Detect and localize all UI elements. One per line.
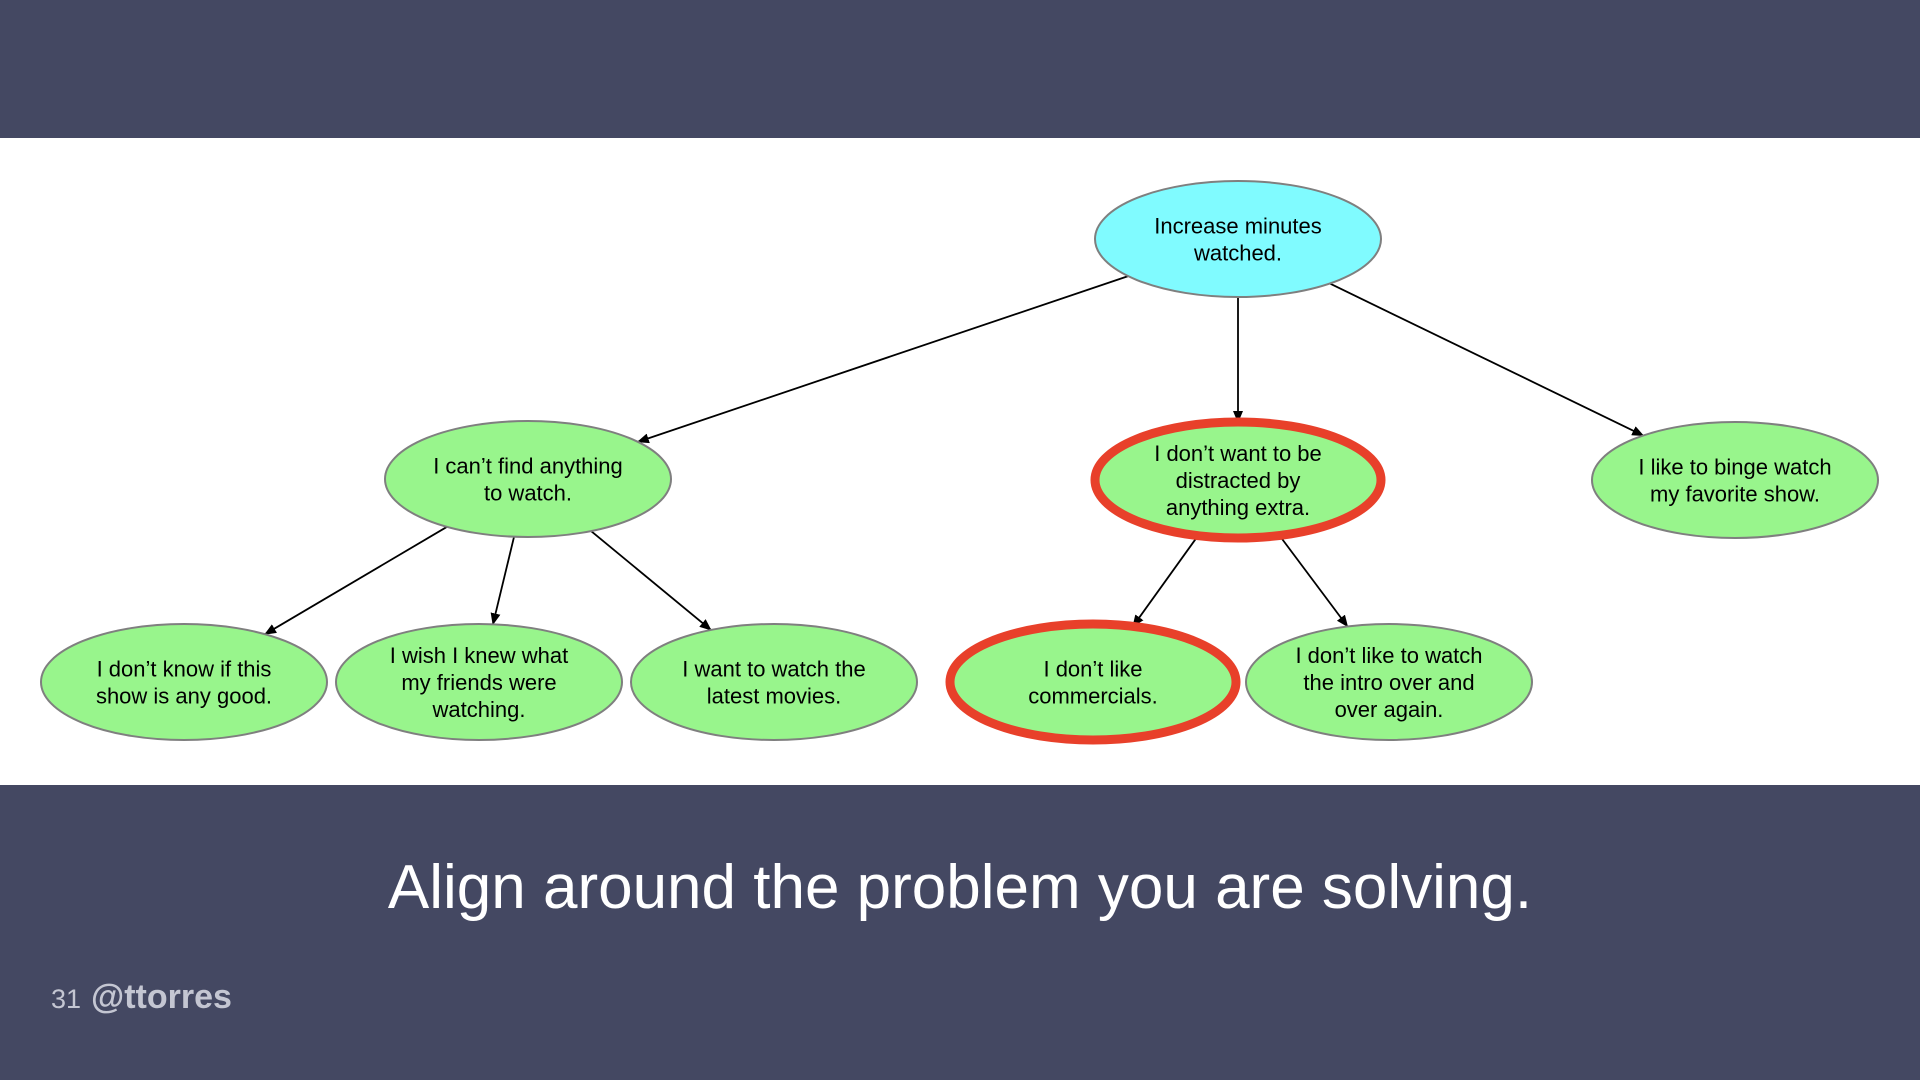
footer-band [0, 785, 1920, 1080]
edge-arrow [264, 526, 448, 635]
node-label-line: I want to watch the [682, 657, 865, 682]
node-shape [630, 623, 918, 741]
node-label-line: I don’t want to be [1154, 441, 1322, 466]
node-label-line: distracted by [1176, 468, 1301, 493]
node-label-line: I like to binge watch [1638, 455, 1831, 480]
node-label-line: I don’t know if this [97, 657, 272, 682]
node-label-line: I wish I knew what [390, 643, 569, 668]
node-label-line: Increase minutes [1154, 214, 1322, 239]
node-label-line: anything extra. [1166, 495, 1310, 520]
slide-credit: 31 @ttorres [51, 978, 232, 1017]
edge-arrow [636, 275, 1129, 444]
node-label-line: I don’t like to watch [1295, 643, 1482, 668]
node-shape [40, 623, 328, 741]
node-label-line: to watch. [484, 481, 572, 506]
node-label-line: the intro over and [1303, 670, 1474, 695]
edge-arrow [1329, 282, 1645, 437]
edge-arrow [1132, 535, 1199, 628]
node-shape-highlighted [1090, 417, 1386, 543]
node-shape [384, 420, 672, 538]
node-shape [1094, 180, 1382, 298]
node-shape [1245, 623, 1533, 741]
top-band [0, 0, 1920, 138]
edge-arrow [590, 530, 712, 631]
slide-number: 31 [51, 984, 82, 1014]
edge-arrow [1278, 534, 1349, 628]
node-shape [335, 623, 623, 741]
slide-headline: Align around the problem you are solving… [387, 853, 1533, 922]
node-label-line: watching. [432, 697, 526, 722]
node-label-line: I don’t like [1043, 657, 1142, 682]
node-label-line: my favorite show. [1650, 482, 1820, 507]
node-shape [1591, 421, 1879, 539]
node-label-line: commercials. [1028, 684, 1158, 709]
node-label-line: watched. [1193, 241, 1282, 266]
node-shape-highlighted [945, 619, 1241, 745]
author-handle: @ttorres [91, 978, 232, 1016]
node-label-line: my friends were [401, 670, 556, 695]
edge-arrow [490, 536, 515, 626]
node-label-line: latest movies. [707, 684, 842, 709]
node-label-line: show is any good. [96, 684, 272, 709]
node-label-line: I can’t find anything [433, 454, 623, 479]
node-label-line: over again. [1335, 697, 1444, 722]
